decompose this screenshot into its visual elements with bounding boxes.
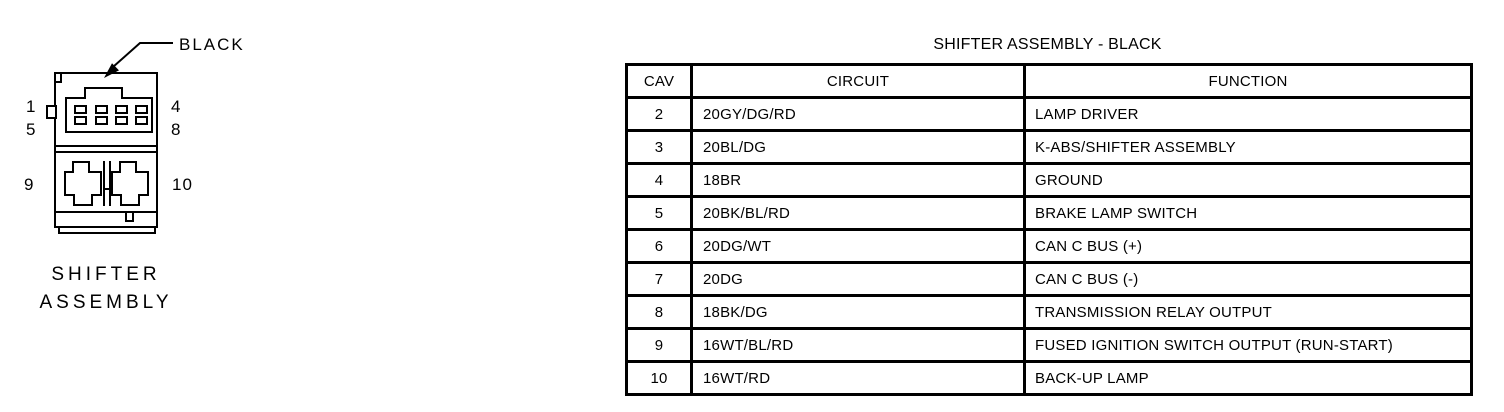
connector-latch-tab	[46, 105, 57, 119]
connector-topleft-step	[54, 72, 62, 83]
cav-cell: 5	[625, 195, 693, 231]
table-header-row: CAV CIRCUIT FUNCTION	[625, 63, 1473, 99]
cavity-label-5: 5	[26, 120, 36, 139]
circuit-cell: 20DG/WT	[690, 228, 1026, 264]
cav-cell: 10	[625, 360, 693, 396]
table-title: SHIFTER ASSEMBLY - BLACK	[933, 36, 1162, 53]
cav-cell: 4	[625, 162, 693, 198]
connector-body-outline	[54, 72, 158, 228]
function-cell: K-ABS/SHIFTER ASSEMBLY	[1023, 129, 1473, 165]
header-circuit: CIRCUIT	[690, 63, 1026, 99]
shifter-connector-figure: BLACK 1 5 4 8 9 10	[0, 0, 250, 340]
connector-pin	[95, 116, 108, 125]
function-cell: BRAKE LAMP SWITCH	[1023, 195, 1473, 231]
function-cell: FUSED IGNITION SWITCH OUTPUT (RUN-START)	[1023, 327, 1473, 363]
connector-pin	[135, 105, 148, 114]
connector-pin	[135, 116, 148, 125]
cavity-label-8: 8	[171, 120, 181, 139]
circuit-cell: 20GY/DG/RD	[690, 96, 1026, 132]
cav-cell: 2	[625, 96, 693, 132]
connector-pin	[74, 105, 87, 114]
header-function: FUNCTION	[1023, 63, 1473, 99]
callout-arrowhead-icon	[104, 63, 119, 78]
cav-cell: 8	[625, 294, 693, 330]
connector-bottom-notch	[125, 211, 134, 222]
connector-color-callout: BLACK	[179, 35, 245, 54]
circuit-cell: 20BL/DG	[690, 129, 1026, 165]
circuit-cell: 20DG	[690, 261, 1026, 297]
cavity-label-4: 4	[171, 97, 181, 116]
connector-base-lip	[58, 226, 156, 234]
function-cell: BACK-UP LAMP	[1023, 360, 1473, 396]
figure-caption-line1: SHIFTER	[51, 264, 161, 285]
connector-lower-cavity-right	[111, 161, 149, 206]
connector-pin	[115, 105, 128, 114]
cavity-label-10: 10	[172, 175, 193, 194]
connector-diagram: BLACK 1 5 4 8 9 10	[24, 35, 245, 234]
connector-lower-cavity-left	[64, 161, 102, 206]
cavity-label-9: 9	[24, 175, 34, 194]
cav-cell: 6	[625, 228, 693, 264]
circuit-cell: 20BK/BL/RD	[690, 195, 1026, 231]
connector-pin	[115, 116, 128, 125]
connector-pin	[74, 116, 87, 125]
function-cell: CAN C BUS (+)	[1023, 228, 1473, 264]
circuit-cell: 16WT/RD	[690, 360, 1026, 396]
callout-leader-line	[111, 42, 173, 69]
circuit-cell: 18BR	[690, 162, 1026, 198]
circuit-cell: 16WT/BL/RD	[690, 327, 1026, 363]
cavity-label-1: 1	[26, 97, 36, 116]
connector-upper-cavity	[65, 87, 153, 133]
cav-cell: 7	[625, 261, 693, 297]
function-cell: CAN C BUS (-)	[1023, 261, 1473, 297]
circuit-cell: 18BK/DG	[690, 294, 1026, 330]
function-cell: TRANSMISSION RELAY OUTPUT	[1023, 294, 1473, 330]
cav-cell: 9	[625, 327, 693, 363]
cav-cell: 3	[625, 129, 693, 165]
function-cell: GROUND	[1023, 162, 1473, 198]
header-cav: CAV	[625, 63, 693, 99]
figure-caption-line2: ASSEMBLY	[39, 292, 173, 313]
connector-pin	[95, 105, 108, 114]
function-cell: LAMP DRIVER	[1023, 96, 1473, 132]
